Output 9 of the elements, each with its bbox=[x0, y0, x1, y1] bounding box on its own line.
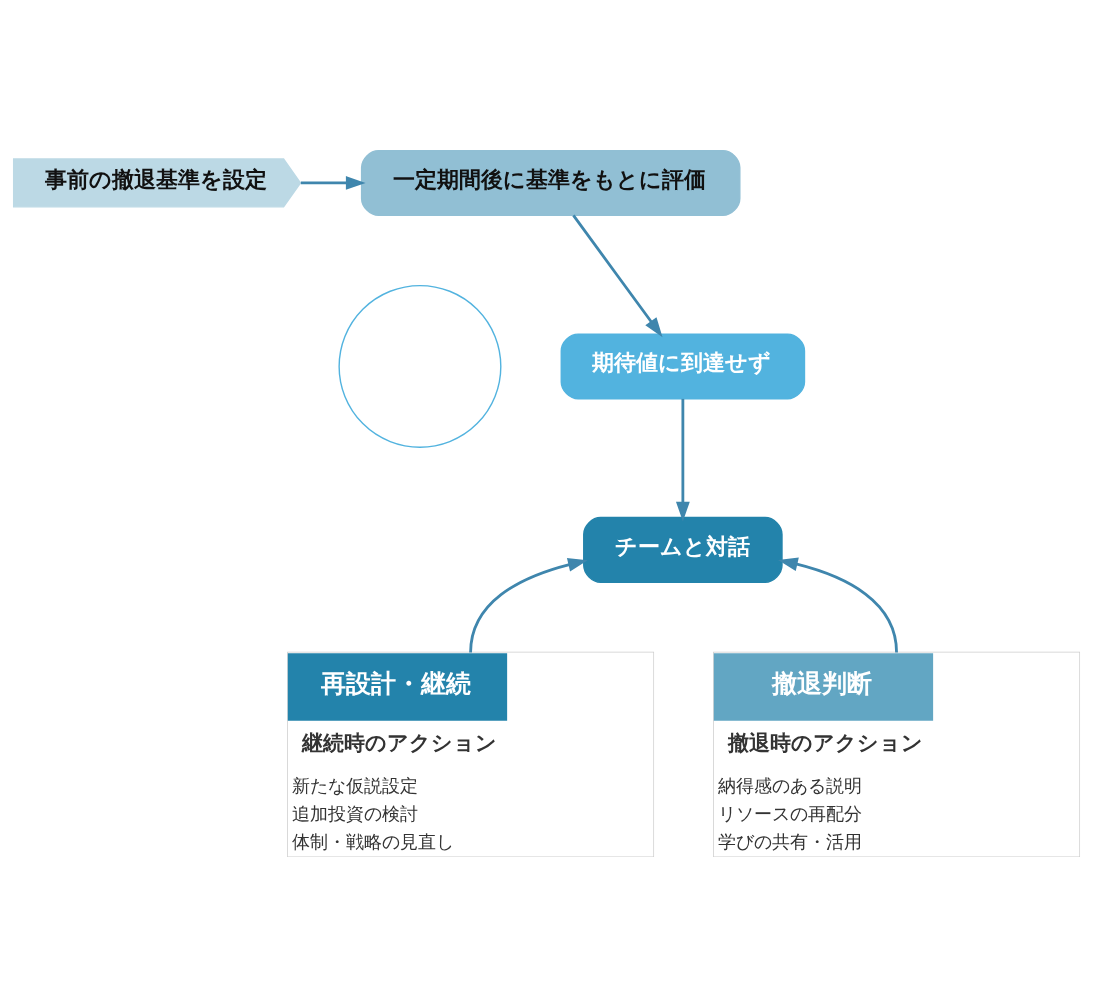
arrow bbox=[469, 557, 588, 653]
arrow bbox=[300, 175, 366, 190]
arrow bbox=[675, 398, 690, 521]
node-box: 期待値に到達せず bbox=[560, 332, 806, 399]
node-box: チームと対話 bbox=[583, 516, 783, 583]
arrow bbox=[572, 214, 663, 337]
arrow bbox=[778, 557, 898, 653]
node-circle bbox=[338, 284, 502, 448]
node-box: 一定期間後に基準をもとに評価 bbox=[360, 149, 741, 216]
